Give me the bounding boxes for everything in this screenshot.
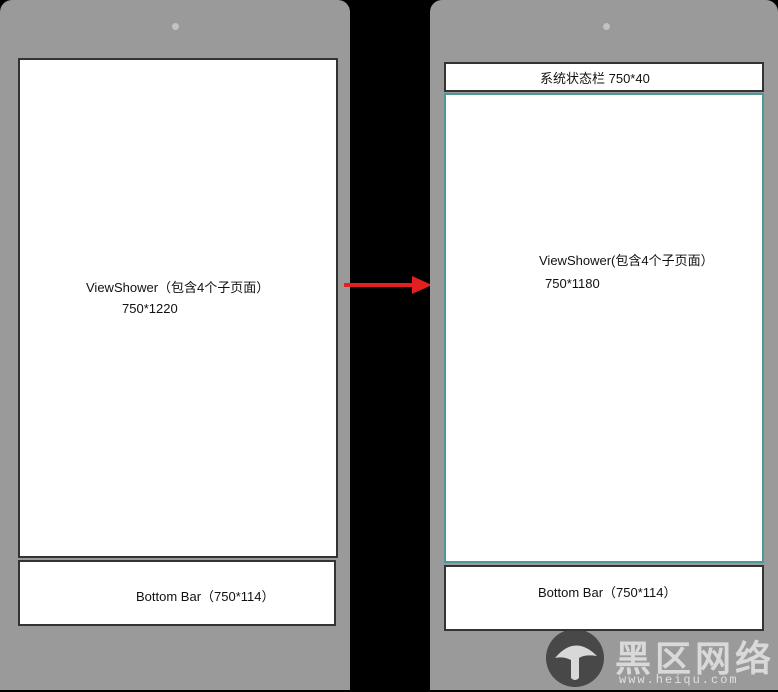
camera-icon bbox=[172, 23, 179, 30]
phone-after: 系统状态栏 750*40 ViewShower(包含4个子页面） 750*118… bbox=[430, 0, 778, 690]
viewshower-label: ViewShower(包含4个子页面） bbox=[539, 253, 714, 268]
bottom-bar-label: Bottom Bar（750*114） bbox=[538, 585, 677, 600]
status-bar-label: 系统状态栏 750*40 bbox=[540, 71, 650, 86]
status-bar-panel: 系统状态栏 750*40 bbox=[444, 62, 764, 92]
phone-before: ViewShower（包含4个子页面） 750*1220 Bottom Bar（… bbox=[0, 0, 350, 690]
viewshower-label: ViewShower（包含4个子页面） bbox=[86, 280, 270, 295]
viewshower-size: 750*1180 bbox=[545, 276, 600, 291]
arrow-right-icon bbox=[344, 276, 432, 294]
bottom-bar-panel: Bottom Bar（750*114） bbox=[444, 565, 764, 631]
watermark: 黑区网络 www.heiqu.com bbox=[545, 628, 775, 688]
camera-icon bbox=[603, 23, 610, 30]
viewshower-panel: ViewShower(包含4个子页面） 750*1180 bbox=[444, 93, 764, 563]
bottom-bar-label: Bottom Bar（750*114） bbox=[136, 589, 275, 604]
bottom-bar-panel: Bottom Bar（750*114） bbox=[18, 560, 336, 626]
watermark-url: www.heiqu.com bbox=[619, 673, 739, 687]
mushroom-logo-icon bbox=[546, 629, 604, 687]
viewshower-size: 750*1220 bbox=[122, 301, 178, 316]
watermark-text: 黑区网络 bbox=[615, 638, 776, 679]
viewshower-panel: ViewShower（包含4个子页面） 750*1220 bbox=[18, 58, 338, 558]
